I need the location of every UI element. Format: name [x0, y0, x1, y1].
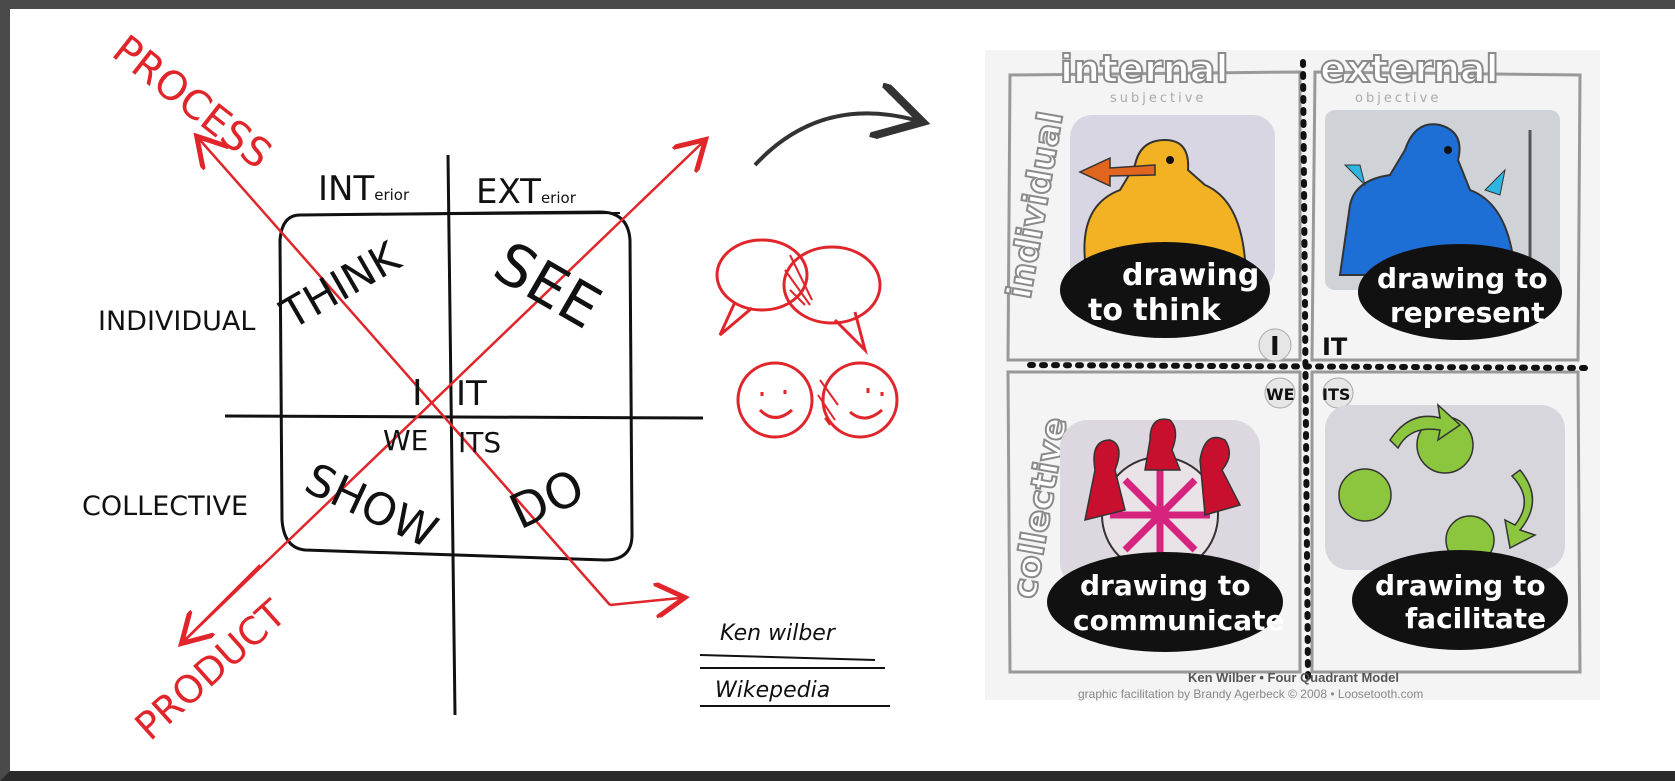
poster-i-label: I: [1270, 332, 1280, 362]
poster-we-label: WE: [1266, 385, 1295, 404]
q2-line1: drawing to: [1377, 262, 1548, 295]
header-rule: [299, 212, 621, 216]
process-arrow-tail: [609, 598, 680, 605]
q4-line1: drawing to: [1375, 569, 1546, 602]
q1-line2: to think: [1088, 293, 1222, 328]
product-arrow-tail: [185, 564, 261, 640]
poster-horizontal-axis: [1027, 362, 1593, 371]
see-label: SEE: [483, 228, 612, 342]
center-labels: I IT WE ITS: [1258, 328, 1354, 409]
q2-line2: represent: [1390, 296, 1545, 329]
q1-line1: drawing: [1122, 258, 1259, 293]
four-quadrant-poster: internal subjective external objective i…: [985, 46, 1600, 701]
hand-sketch: PROCESS PRODUCT INTerior EXTerior INDIVI…: [82, 27, 915, 749]
think-quadrant: drawing to think: [1060, 115, 1275, 338]
transition-arrow: [753, 113, 915, 167]
poster-vertical-axis: [1300, 59, 1311, 683]
it-label: IT: [456, 374, 487, 414]
external-label: external: [1320, 47, 1499, 91]
reference-author: Ken wilber: [720, 621, 837, 646]
dialogue-bubbles-icon: [715, 238, 882, 355]
collective-label: COLLECTIVE: [82, 491, 248, 522]
two-faces-icon: [736, 361, 899, 439]
vertical-axis: [446, 154, 457, 716]
product-arrow: [184, 143, 702, 641]
horizontal-axis: [224, 414, 704, 420]
interior-label: INTerior: [318, 169, 410, 209]
its-label: ITS: [458, 426, 501, 459]
represent-quadrant: drawing to represent: [1325, 110, 1562, 340]
internal-sublabel: subjective: [1110, 91, 1206, 106]
facilitate-quadrant: drawing to facilitate: [1325, 403, 1568, 650]
external-sublabel: objective: [1355, 91, 1441, 106]
individual-label: INDIVIDUAL: [98, 306, 255, 337]
poster-it-label: IT: [1322, 333, 1348, 361]
think-label: THINK: [272, 231, 410, 339]
i-label: I: [412, 373, 423, 414]
exterior-label: EXTerior: [476, 172, 577, 212]
poster-its-label: ITS: [1322, 385, 1350, 404]
do-label: DO: [501, 459, 592, 541]
show-label: SHOW: [297, 454, 445, 559]
poster-credit-title: Ken Wilber • Four Quadrant Model: [1188, 670, 1399, 685]
process-arrow: [200, 140, 611, 606]
q3-line1: drawing to: [1080, 569, 1251, 602]
q4-line2: facilitate: [1405, 602, 1546, 635]
reference-source: Wikepedia: [715, 678, 830, 703]
poster-credit-line: graphic facilitation by Brandy Agerbeck …: [1078, 687, 1423, 701]
we-label: WE: [383, 424, 428, 457]
reference-underline-1: [699, 654, 876, 661]
communicate-quadrant: drawing to communicate: [1047, 418, 1285, 652]
q3-line2: communicate: [1073, 604, 1285, 637]
internal-label: internal: [1060, 47, 1228, 91]
process-label: PROCESS: [104, 27, 280, 179]
